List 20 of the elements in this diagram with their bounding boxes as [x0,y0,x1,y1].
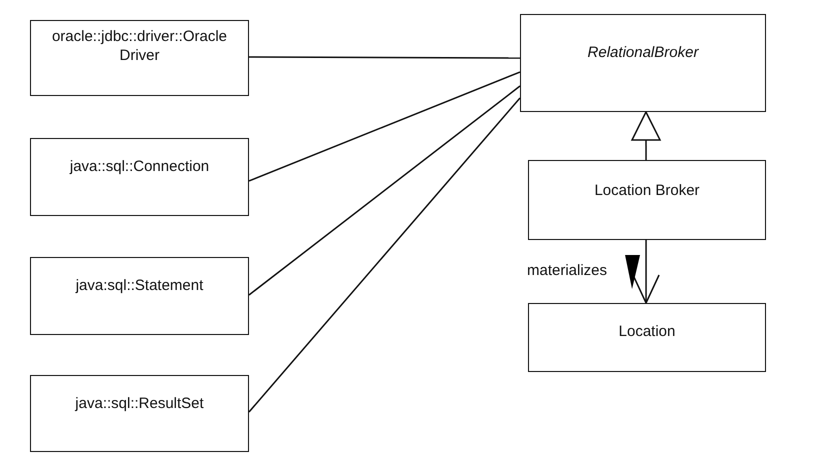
class-name: java:sql::Statement [76,276,204,295]
class-box [30,138,249,216]
association-line [249,56,520,59]
class-box [520,14,766,112]
class-box [30,257,249,335]
class-name: oracle::jdbc::driver::Oracle Driver [50,27,228,65]
class-name: RelationalBroker [588,43,698,62]
class-name: java::sql::Connection [70,157,210,176]
association-line [248,85,520,296]
arrow [630,110,662,160]
class-name: Location [618,322,676,341]
class-box [528,303,766,372]
arrow [625,240,660,305]
class-box [30,375,249,452]
association-line [248,71,520,182]
class-name: Location Broker [594,181,700,200]
class-box [30,20,249,96]
class-box [528,160,766,240]
association-line [248,98,521,413]
class-name: java::sql::ResultSet [75,394,204,413]
